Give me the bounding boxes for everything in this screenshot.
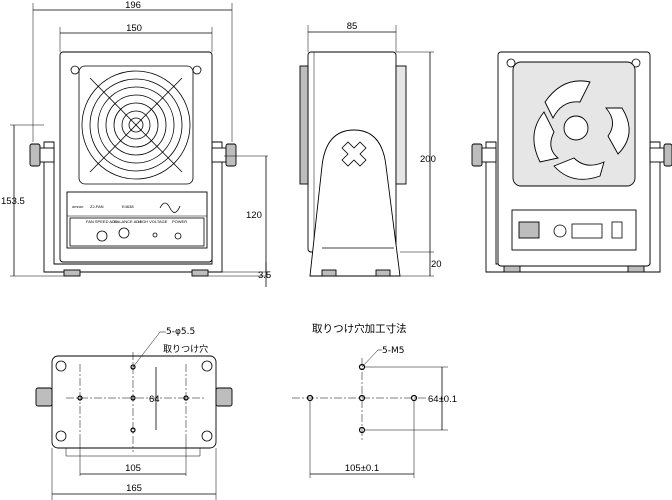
mounting-pattern: 取りつけ穴加工寸法 5-M5 64±0.1 105±0.1 [292, 322, 457, 478]
panel-label-balance: BALANCE ADJ [114, 219, 141, 224]
power-indicator [174, 232, 182, 240]
dim-bottom-pitch-h: 105 [125, 463, 141, 474]
dim-front-foot: 3.5 [258, 270, 271, 281]
balance-knob [118, 227, 130, 239]
label-hole-dia: 5-φ5.5 [166, 327, 195, 337]
power-switch [518, 221, 540, 239]
panel-label-voltage: HIGH VOLTAGE [138, 219, 168, 224]
side-knob-right [211, 143, 237, 167]
panel-label-power: POWER [172, 219, 187, 224]
hole-top [130, 364, 136, 370]
dim-bottom-width: 165 [126, 483, 142, 494]
front-view: omron ZJ-FAN E4638 FAN SPEED ADJ BALANCE… [1, 0, 271, 287]
hole-center [130, 395, 136, 401]
panel-product: E4638 [122, 204, 134, 209]
dim-side-height: 200 [420, 154, 436, 165]
dim-front-width-total: 196 [125, 0, 141, 11]
title-mounting-holes: 取りつけ穴加工寸法 [312, 322, 407, 335]
fan-speed-knob [96, 230, 108, 242]
side-knob-left [29, 143, 55, 167]
hole-left [77, 395, 83, 401]
dim-tap-pitch-v: 64±0.1 [428, 394, 457, 405]
hv-indicator [152, 232, 158, 238]
dim-front-height-body: 120 [246, 210, 262, 221]
dim-side-foot: 20 [431, 259, 442, 270]
fan-blades [533, 80, 630, 180]
hole-bottom [130, 427, 136, 433]
fan-grille [78, 65, 194, 185]
side-view: 85 200 20 [299, 21, 442, 277]
panel-brand: omron [72, 204, 83, 209]
dim-tap-pitch-h: 105±0.1 [345, 463, 379, 474]
dim-side-depth: 85 [347, 21, 358, 32]
panel-label-fan: FAN SPEED ADJ [86, 219, 117, 224]
rear-view [471, 51, 672, 273]
hole-right [183, 395, 189, 401]
label-tap-size: 5-M5 [382, 346, 404, 356]
bottom-view: 5-φ5.5 取りつけ穴 64 105 165 [35, 327, 233, 500]
label-hole-note: 取りつけ穴 [163, 343, 208, 355]
dim-bottom-pitch-v: 64 [149, 394, 160, 405]
dim-front-height-total: 153.5 [1, 196, 25, 207]
panel-model: ZJ-FAN [90, 204, 104, 209]
dim-front-width-body: 150 [126, 23, 142, 34]
